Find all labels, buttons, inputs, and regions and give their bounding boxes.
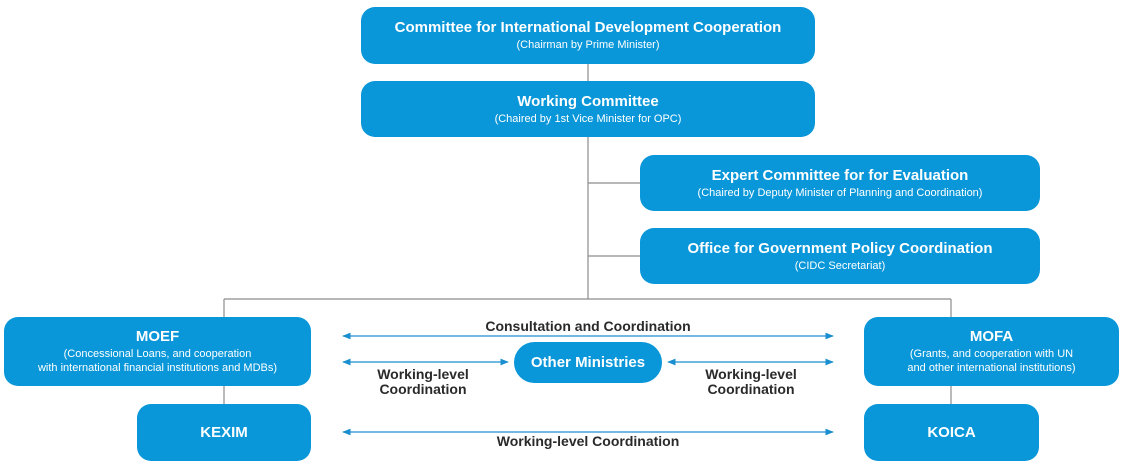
- working-level-left-line1: Working-level: [377, 366, 469, 382]
- mofa-box: MOFA (Grants, and cooperation with UN an…: [864, 317, 1119, 386]
- working-level-left-label: Working-level Coordination: [353, 367, 493, 397]
- koica-box: KOICA: [864, 404, 1039, 461]
- other-ministries-title: Other Ministries: [530, 353, 646, 371]
- committee-box: Committee for International Development …: [361, 7, 815, 64]
- mofa-title: MOFA: [969, 328, 1014, 345]
- committee-subtitle: (Chairman by Prime Minister): [516, 39, 660, 51]
- working-level-bottom-label: Working-level Coordination: [496, 433, 680, 449]
- kexim-box: KEXIM: [137, 404, 311, 461]
- working-level-right-label: Working-level Coordination: [681, 367, 821, 397]
- moef-title: MOEF: [135, 328, 180, 345]
- expert-committee-box: Expert Committee for for Evaluation (Cha…: [640, 155, 1040, 211]
- kexim-title: KEXIM: [200, 423, 248, 441]
- working-committee-title: Working Committee: [517, 92, 659, 110]
- working-level-left-line2: Coordination: [379, 381, 467, 397]
- moef-subtitle-line1: (Concessional Loans, and cooperation: [63, 348, 252, 360]
- consultation-label: Consultation and Coordination: [485, 318, 691, 334]
- committee-title: Committee for International Development …: [394, 19, 782, 36]
- working-committee-box: Working Committee (Chaired by 1st Vice M…: [361, 81, 815, 137]
- office-subtitle: (CIDC Secretariat): [794, 259, 886, 272]
- expert-committee-subtitle: (Chaired by Deputy Minister of Planning …: [697, 186, 983, 199]
- working-level-right-line2: Coordination: [707, 381, 795, 397]
- office-box: Office for Government Policy Coordinatio…: [640, 228, 1040, 284]
- other-ministries-box: Other Ministries: [514, 342, 662, 383]
- working-committee-subtitle: (Chaired by 1st Vice Minister for OPC): [494, 112, 682, 125]
- expert-committee-title: Expert Committee for for Evaluation: [711, 166, 969, 184]
- mofa-subtitle-line2: and other international institutions): [907, 362, 1076, 374]
- working-level-right-line1: Working-level: [705, 366, 797, 382]
- koica-title: KOICA: [927, 423, 976, 441]
- mofa-subtitle-line1: (Grants, and cooperation with UN: [909, 348, 1074, 360]
- moef-box: MOEF (Concessional Loans, and cooperatio…: [4, 317, 311, 386]
- moef-subtitle-line2: with international financial institution…: [37, 362, 278, 374]
- office-title: Office for Government Policy Coordinatio…: [687, 239, 993, 257]
